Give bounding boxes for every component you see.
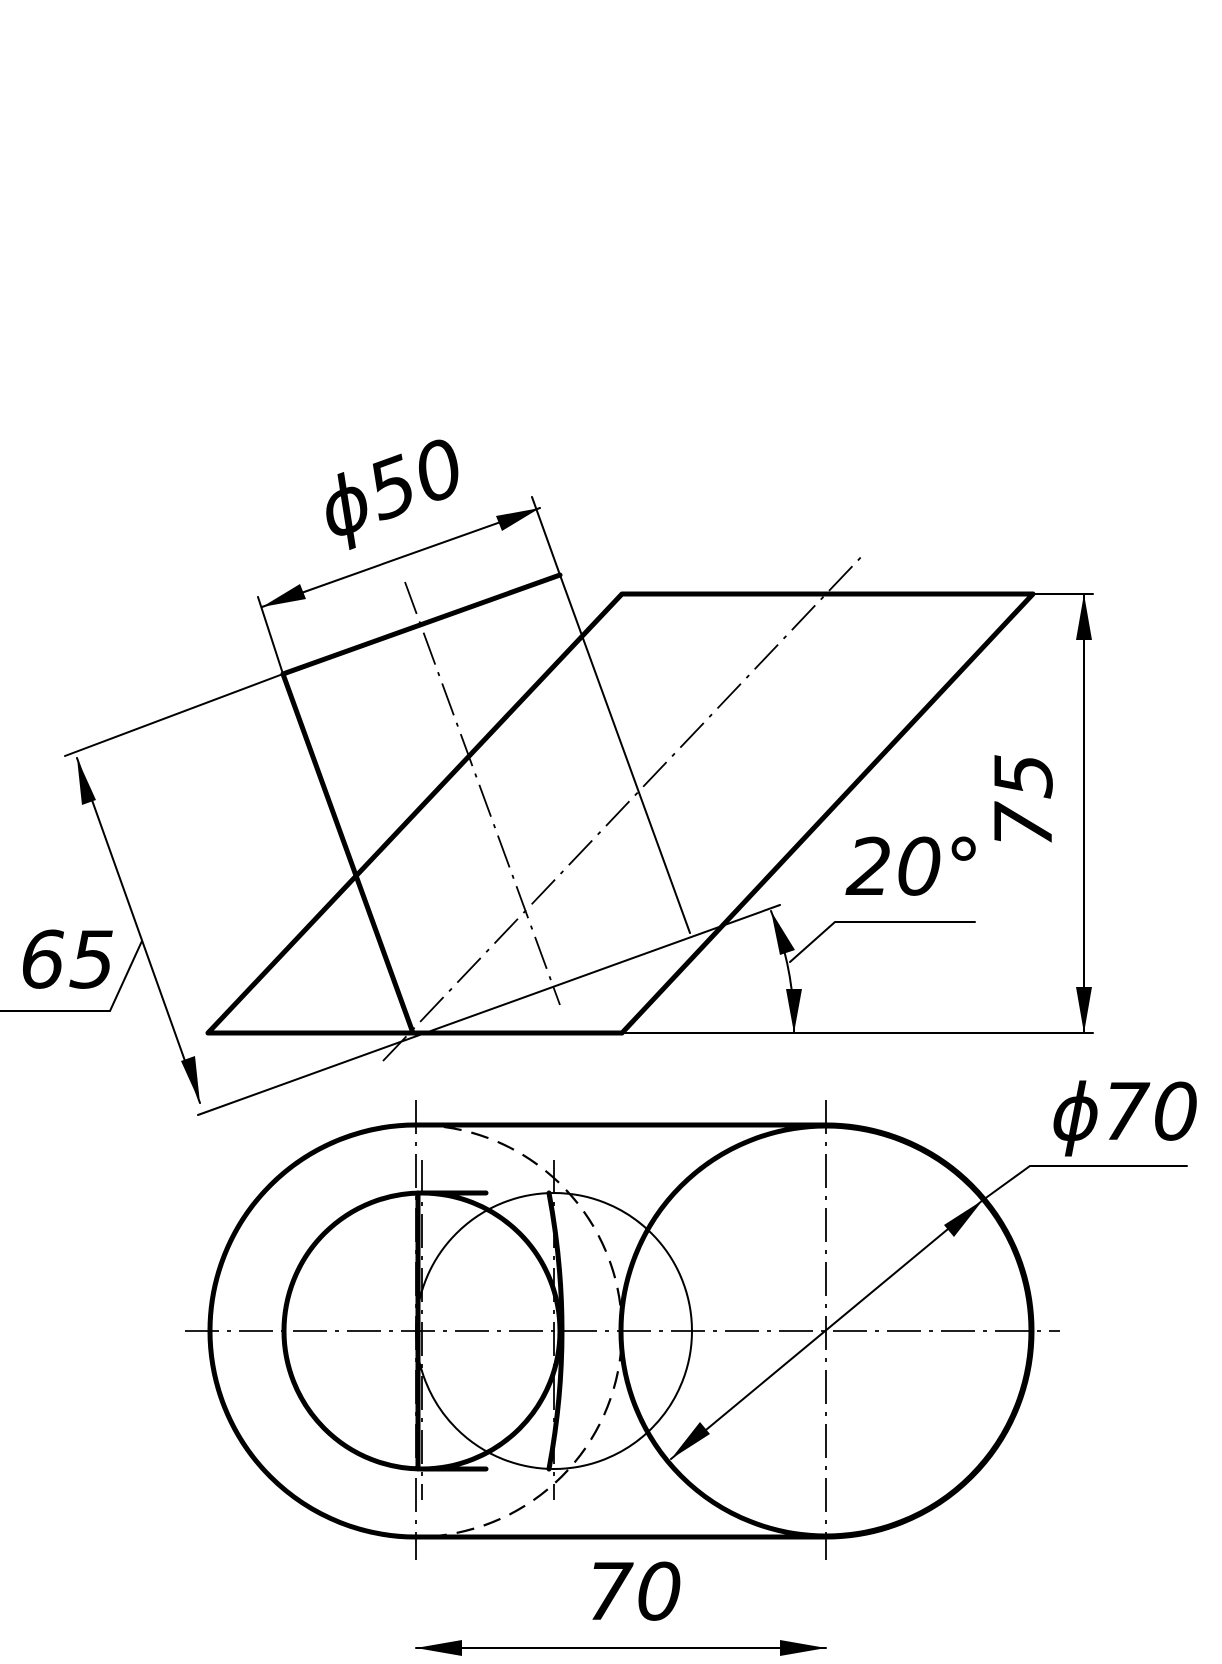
dim-label-dia70: ϕ70 [1050, 1069, 1201, 1159]
dim-line-dia70 [670, 1199, 984, 1460]
branch-axis [404, 581, 561, 1006]
angle-arc-20 [770, 910, 796, 1034]
dim-line-65 [76, 757, 201, 1104]
leader-dia70 [982, 1165, 1188, 1201]
dim-label-70: 70 [585, 1549, 684, 1639]
ext-line-50-left [257, 596, 284, 675]
arrow-50-right [496, 508, 540, 531]
arrow-75-top [1076, 594, 1092, 640]
arrow-50-left [262, 584, 306, 607]
branch-right-edge [559, 574, 691, 934]
dim-label-dia50: ϕ50 [306, 422, 478, 558]
arrow-65-top [77, 758, 96, 805]
ext-line-65-top [64, 673, 284, 757]
dim-line-50 [261, 507, 541, 608]
dim-label-65: 65 [18, 917, 117, 1007]
arrow-20-bottom [786, 989, 802, 1033]
dim-label-20: 20° [845, 824, 983, 914]
leader-20 [789, 921, 976, 963]
ext-line-65-bottom [197, 904, 781, 1116]
arrow-70-right [780, 1640, 826, 1656]
leader-65 [0, 940, 143, 1012]
branch-ellipse-edge [546, 1190, 565, 1472]
arrow-70-left [416, 1640, 462, 1656]
top-view: ϕ70 70 [185, 1069, 1201, 1656]
arrow-75-bottom [1076, 987, 1092, 1033]
arrow-dia70-inner [671, 1422, 710, 1459]
arrow-65-bottom [181, 1056, 200, 1103]
branch-left-edge [280, 671, 416, 1036]
main-cylinder-axis [382, 552, 866, 1062]
arrow-20-top [771, 911, 795, 955]
dim-label-75: 75 [981, 751, 1071, 850]
front-view: ϕ50 65 75 20° [0, 422, 1094, 1116]
arrow-dia70-outer [944, 1200, 983, 1237]
